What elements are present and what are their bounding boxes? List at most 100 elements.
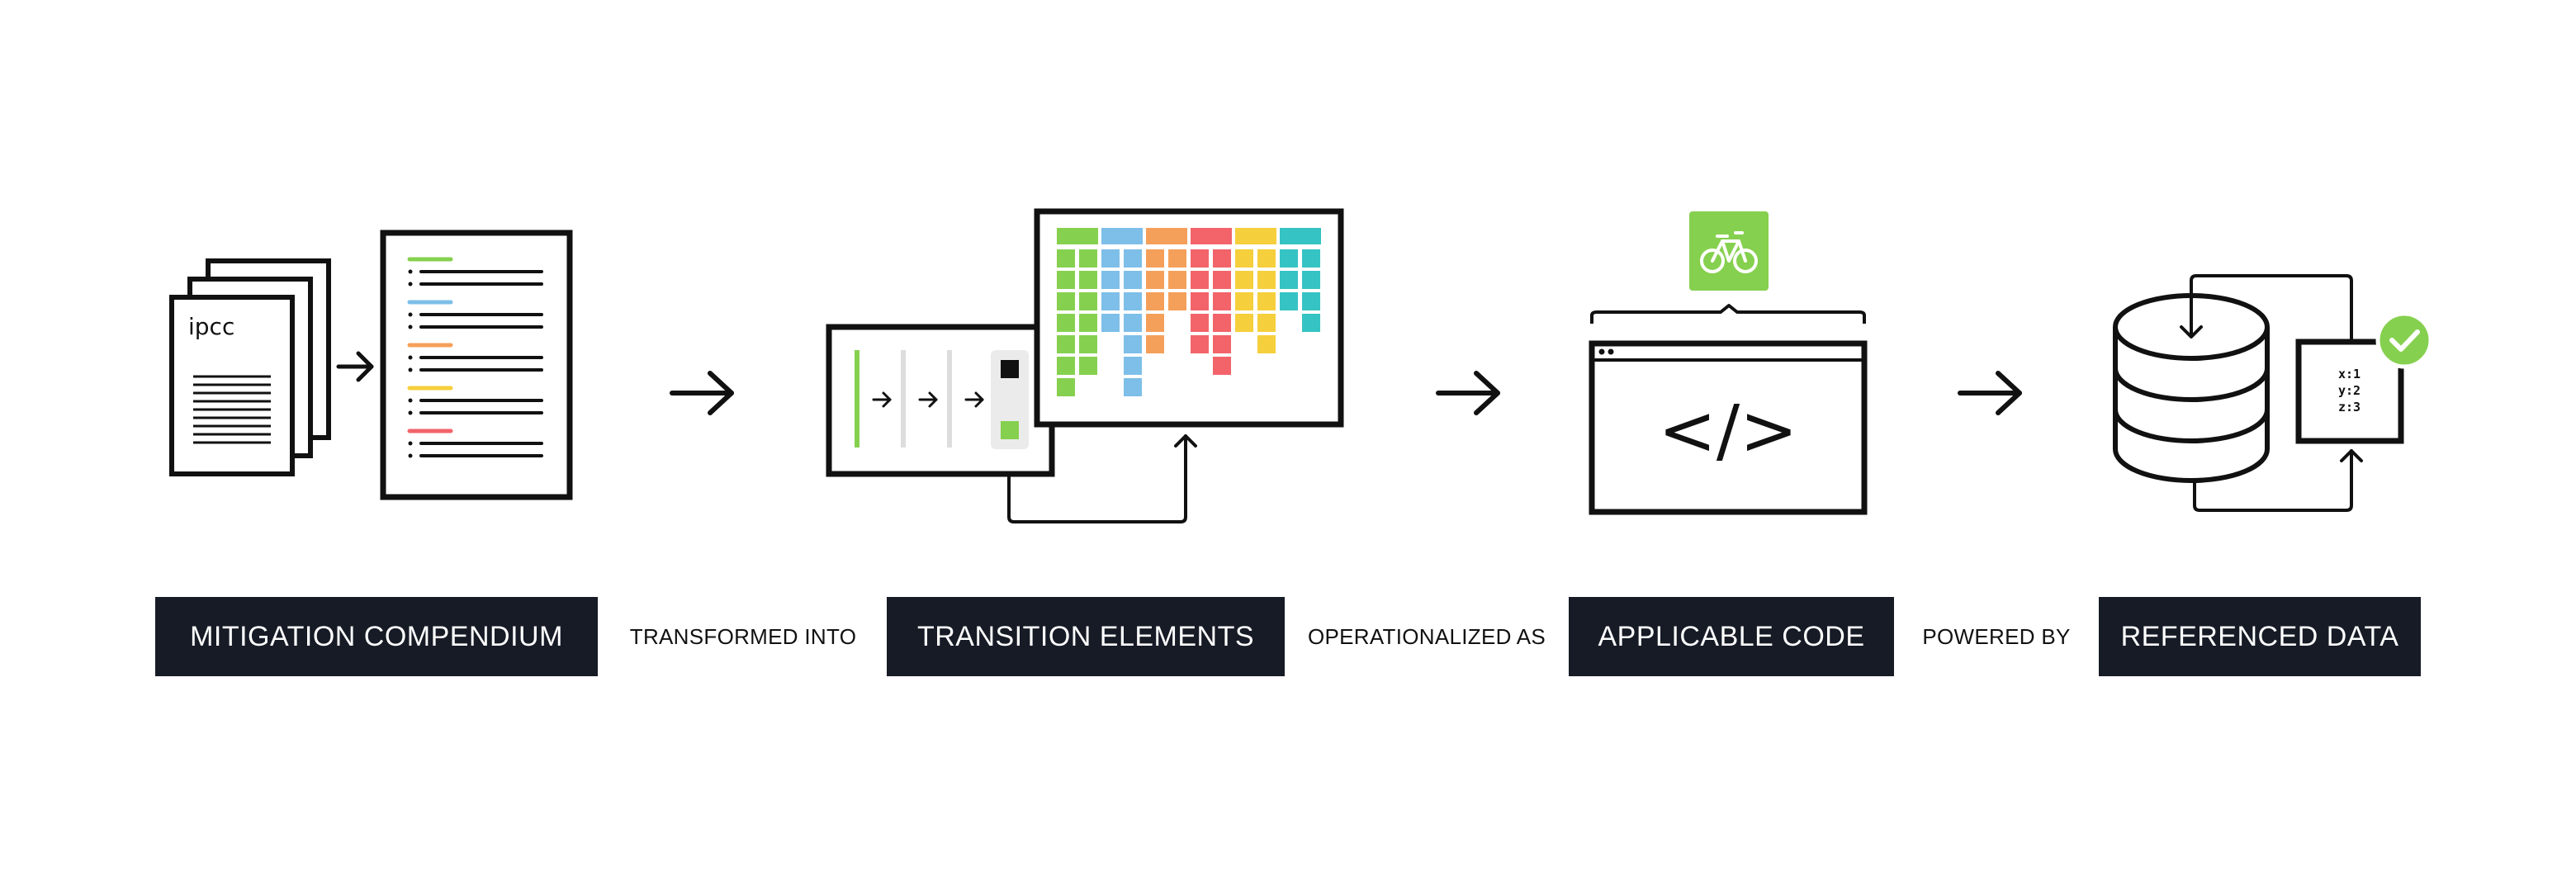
feedback-arrow — [1007, 434, 1197, 523]
grid-cell — [1235, 292, 1253, 310]
connector-text: TRANSFORMED INTO — [629, 623, 857, 649]
grid-cell — [1213, 249, 1231, 268]
grid-cell — [1213, 357, 1231, 375]
grid-cell — [1302, 249, 1320, 268]
grid-cell — [1257, 335, 1276, 353]
grid-cell — [1168, 271, 1186, 289]
stage-label-mitigation: MITIGATION COMPENDIUM — [155, 597, 598, 676]
grid-header-bar — [1057, 228, 1098, 244]
grid-cell — [1302, 292, 1320, 310]
grid-cell — [1302, 271, 1320, 289]
outline-bullet — [408, 269, 413, 274]
data-flow-arrows — [2180, 274, 2363, 512]
grid-cell — [1257, 314, 1276, 332]
document-text-lines — [193, 375, 271, 444]
outline-bullet — [408, 367, 413, 372]
grid-cell — [1101, 271, 1120, 289]
grid-cell — [1191, 292, 1209, 310]
grid-cell — [1079, 249, 1097, 268]
connector-label: OPERATIONALIZED AS — [1300, 597, 1554, 676]
grid-cell — [1235, 314, 1253, 332]
small-arrow-icon — [336, 351, 374, 382]
grid-cell — [1079, 271, 1097, 289]
grid-cell — [1213, 271, 1231, 289]
grid-cell — [1191, 271, 1209, 289]
bicycle-icon — [1689, 211, 1769, 291]
grid-cell — [1124, 314, 1142, 332]
grid-cell — [1191, 249, 1209, 268]
grid-cell — [1079, 335, 1097, 353]
checkmark-icon — [2375, 311, 2433, 369]
outline-bullet — [408, 441, 413, 446]
data-value: x:1 — [2338, 367, 2361, 381]
grid-cell — [1101, 249, 1120, 268]
grid-cell — [1146, 335, 1164, 353]
grid-header-bar — [1280, 228, 1321, 244]
outline-bullet — [408, 282, 413, 287]
outline-bullet — [408, 410, 413, 415]
grid-cell — [1213, 314, 1231, 332]
grid-cell — [1057, 249, 1075, 268]
stage-label-transition: TRANSITION ELEMENTS — [887, 597, 1285, 676]
grid-cell — [1057, 314, 1075, 332]
grid-cell — [1124, 335, 1142, 353]
connector-text: OPERATIONALIZED AS — [1307, 623, 1546, 649]
outline-bullet — [408, 453, 413, 458]
process-panel — [826, 324, 1055, 477]
data-value: z:3 — [2338, 400, 2361, 414]
grid-cell — [1124, 357, 1142, 375]
code-symbol: </> — [1658, 390, 1797, 471]
grid-cell — [1280, 292, 1298, 310]
stage-label-text: MITIGATION COMPENDIUM — [190, 620, 563, 652]
stage-label-code: APPLICABLE CODE — [1569, 597, 1894, 676]
grid-cell — [1191, 335, 1209, 353]
transition-grid-icon — [1034, 208, 1344, 428]
grid-cell — [1280, 249, 1298, 268]
grid-cell — [1101, 314, 1120, 332]
grid-cell — [1168, 292, 1186, 310]
grid-cell — [1146, 314, 1164, 332]
grid-cell — [1257, 271, 1276, 289]
grid-cell — [1168, 249, 1186, 268]
code-window-icon — [1589, 340, 1868, 515]
flow-arrow-icon — [1436, 371, 1500, 415]
database-icon — [2113, 293, 2270, 483]
data-value: y:2 — [2338, 383, 2361, 398]
grid-cell — [1079, 292, 1097, 310]
grid-cell — [1191, 314, 1209, 332]
outline-document-icon — [380, 230, 573, 500]
grid-cell — [1124, 271, 1142, 289]
grid-cell — [1146, 249, 1164, 268]
grid-header-bar — [1235, 228, 1276, 244]
outline-bullet — [408, 398, 413, 403]
grid-cell — [1257, 292, 1276, 310]
grid-cell — [1101, 292, 1120, 310]
grid-cell — [1146, 292, 1164, 310]
grid-cell — [1057, 335, 1075, 353]
connector-label: POWERED BY — [1909, 597, 2084, 676]
brace — [1590, 304, 1866, 324]
flow-arrow-icon — [1958, 371, 2022, 415]
grid-cell — [1235, 249, 1253, 268]
grid-cell — [1079, 357, 1097, 375]
grid-cell — [1235, 271, 1253, 289]
grid-header-bar — [1191, 228, 1232, 244]
grid-cell — [1257, 249, 1276, 268]
grid-cell — [1213, 292, 1231, 310]
outline-bullet — [408, 312, 413, 317]
grid-cell — [1213, 335, 1231, 353]
outline-bullet — [408, 355, 413, 360]
grid-cell — [1280, 271, 1298, 289]
grid-header-bar — [1101, 228, 1143, 244]
connector-label: TRANSFORMED INTO — [613, 597, 874, 676]
outline-bullet — [408, 324, 413, 329]
ipcc-logo-text: ipcc — [188, 313, 234, 340]
grid-cell — [1057, 292, 1075, 310]
grid-cell — [1057, 357, 1075, 375]
grid-cell — [1146, 271, 1164, 289]
stage-label-text: APPLICABLE CODE — [1598, 620, 1865, 652]
stage-label-data: REFERENCED DATA — [2099, 597, 2421, 676]
grid-cell — [1057, 378, 1075, 396]
grid-cell — [1302, 314, 1320, 332]
